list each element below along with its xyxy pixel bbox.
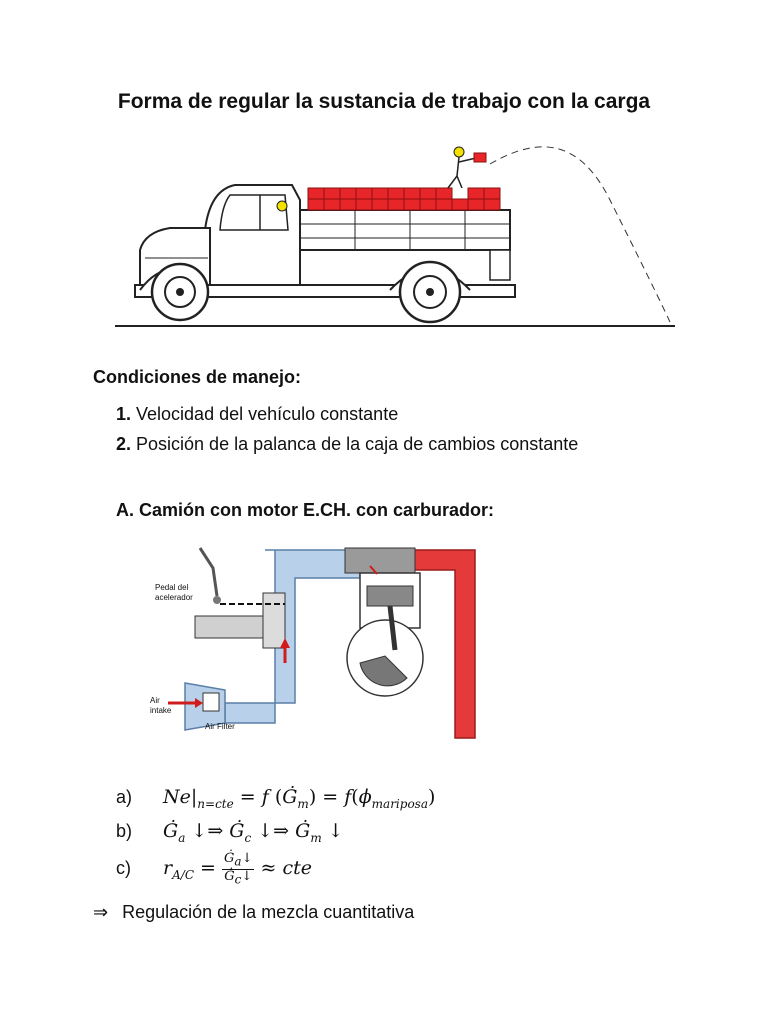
conclusion-text: Regulación de la mezcla cuantitativa <box>122 902 415 922</box>
condition-number: 2. <box>116 434 132 454</box>
carburetor-engine-diagram: Pedal del acelerador Air intake Air Filt… <box>150 547 476 739</box>
air-intake-label-line1: Air <box>150 696 160 705</box>
air-intake-label-line2: intake <box>150 706 172 715</box>
page-title: Forma de regular la sustancia de trabajo… <box>117 90 651 113</box>
condition-text: Posición de la palanca de la caja de cam… <box>131 434 579 454</box>
equation-a-label: a) <box>116 787 133 807</box>
air-filter-label: Air Filter <box>205 722 235 731</box>
equation-c: c) rA/C = Ġa↓Ġc↓ ≈ cte <box>116 851 312 887</box>
carburetor-heading: A. Camión con motor E.CH. con carburador… <box>116 500 495 520</box>
equation-b-label: b) <box>116 821 133 841</box>
conclusion: ⇒ Regulación de la mezcla cuantitativa <box>93 902 414 923</box>
equation-a-math: Ne|n=cte = f (Ġm) = f(ϕmariposa) <box>163 786 436 811</box>
equation-a: a) Ne|n=cte = f (Ġm) = f(ϕmariposa) <box>116 786 435 811</box>
equation-c-label: c) <box>116 858 131 879</box>
condition-number: 1. <box>116 404 132 424</box>
equation-b: b) Ġa ↓⇒ Ġc ↓⇒ Ġm ↓ <box>116 820 344 845</box>
truck-illustration <box>115 146 675 327</box>
condition-item-2: 2. Posición de la palanca de la caja de … <box>116 434 578 455</box>
condition-item-1: 1. Velocidad del vehículo constante <box>116 404 398 425</box>
pedal-label-line2: acelerador <box>155 593 193 602</box>
pedal-label-line1: Pedal del <box>155 583 189 592</box>
driving-conditions-heading: Condiciones de manejo: <box>93 367 302 387</box>
implies-icon: ⇒ <box>93 902 109 923</box>
condition-text: Velocidad del vehículo constante <box>131 404 399 424</box>
equation-c-math: rA/C = Ġa↓Ġc↓ ≈ cte <box>163 851 312 887</box>
equation-b-math: Ġa ↓⇒ Ġc ↓⇒ Ġm ↓ <box>163 820 344 845</box>
